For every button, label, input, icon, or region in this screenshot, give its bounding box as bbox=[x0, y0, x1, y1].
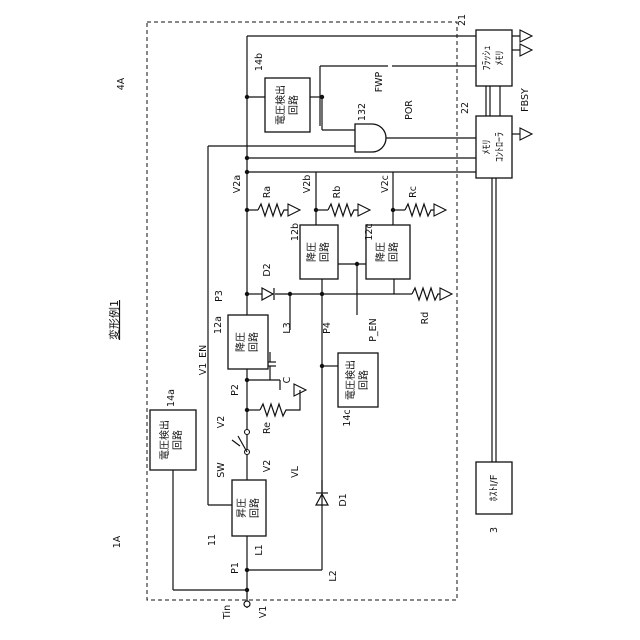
label-p3: P3 bbox=[214, 290, 225, 302]
detector-b-block bbox=[265, 78, 310, 132]
detector-b-text-2: 回路 bbox=[287, 95, 300, 115]
label-c: C bbox=[282, 376, 293, 383]
label-vl: VL bbox=[290, 465, 301, 477]
detector-a-text-2: 回路 bbox=[171, 430, 184, 450]
label-tin: Tin bbox=[222, 605, 233, 620]
label-p4: P4 bbox=[322, 322, 333, 334]
label-p-en: P_EN bbox=[368, 318, 379, 342]
step-down-c-text-1: 降圧 bbox=[374, 242, 387, 262]
boost-text-2: 回路 bbox=[248, 498, 261, 518]
label-rd: Rd bbox=[420, 312, 431, 325]
label-fbsy: FBSY bbox=[520, 88, 531, 112]
detector-c-block bbox=[338, 353, 378, 407]
label-l3: L3 bbox=[282, 322, 293, 333]
variant-title: 変形例1 bbox=[107, 300, 121, 340]
ref-14c: 14c bbox=[342, 409, 353, 426]
ref-12a: 12a bbox=[213, 316, 224, 334]
step-down-a-text-1: 降圧 bbox=[234, 332, 247, 352]
label-d1: D1 bbox=[338, 493, 349, 506]
label-d2: D2 bbox=[262, 263, 273, 276]
ref-12b: 12b bbox=[290, 223, 301, 241]
label-v2-bottom: V2 bbox=[262, 460, 273, 473]
host-if-text: ﾎｽﾄI/F bbox=[488, 474, 500, 501]
label-v2c: V2c bbox=[380, 175, 391, 193]
diode-d2 bbox=[262, 288, 274, 300]
detector-c-text-1: 電圧検出 bbox=[344, 360, 357, 400]
detector-b-text-1: 電圧検出 bbox=[274, 85, 287, 125]
step-down-b-text-2: 回路 bbox=[318, 242, 331, 262]
label-l1: L1 bbox=[254, 544, 265, 555]
controller-text-1: ﾒﾓﾘ bbox=[482, 140, 493, 155]
diagram-ref: 4A bbox=[116, 77, 127, 90]
label-ra: Ra bbox=[262, 186, 273, 198]
label-v2b: V2b bbox=[302, 175, 313, 194]
step-down-a-text-2: 回路 bbox=[247, 332, 260, 352]
boost-text-1: 昇圧 bbox=[236, 498, 248, 518]
detector-c-text-2: 回路 bbox=[357, 370, 370, 390]
ref-11: 11 bbox=[207, 534, 218, 546]
ref-14a: 14a bbox=[166, 389, 177, 407]
label-p2: P2 bbox=[230, 384, 241, 396]
controller-text-2: ｺﾝﾄﾛｰﾗ bbox=[495, 132, 506, 162]
label-v2a: V2a bbox=[232, 175, 243, 193]
ref-132: 132 bbox=[357, 103, 368, 121]
input-terminal bbox=[244, 601, 250, 607]
step-down-a-block bbox=[228, 315, 268, 369]
flash-text-1: ﾌﾗｯｼｭ bbox=[482, 46, 493, 71]
step-down-b-block bbox=[300, 225, 338, 279]
label-v1: V1 bbox=[258, 606, 269, 619]
ref-12c: 12c bbox=[364, 223, 375, 240]
detector-a-text-1: 電圧検出 bbox=[158, 420, 171, 460]
and-gate bbox=[355, 124, 386, 152]
wiring bbox=[173, 36, 520, 608]
label-l2: L2 bbox=[328, 570, 339, 581]
label-v1-en: V1_EN bbox=[198, 345, 209, 375]
ref-22: 22 bbox=[460, 102, 471, 114]
label-fwp: FWP bbox=[374, 71, 385, 92]
label-p1: P1 bbox=[230, 562, 241, 574]
ref-3: 3 bbox=[489, 527, 500, 533]
block-texts: 電圧検出 回路 降圧 回路 降圧 回路 降圧 回路 電圧検出 回路 電圧検出 回… bbox=[158, 46, 506, 519]
module-ref: 1A bbox=[112, 535, 123, 548]
label-rb: Rb bbox=[332, 186, 343, 199]
ref-14b: 14b bbox=[254, 53, 265, 71]
label-v2-top: V2 bbox=[216, 416, 227, 429]
step-down-c-text-2: 回路 bbox=[387, 242, 400, 262]
ref-21: 21 bbox=[457, 14, 468, 26]
label-sw: SW bbox=[216, 462, 227, 478]
label-rc: Rc bbox=[408, 186, 419, 198]
flash-text-2: ﾒﾓﾘ bbox=[495, 51, 506, 66]
label-por: POR bbox=[404, 100, 415, 120]
label-re: Re bbox=[262, 422, 273, 434]
step-down-b-text-1: 降圧 bbox=[305, 242, 318, 262]
